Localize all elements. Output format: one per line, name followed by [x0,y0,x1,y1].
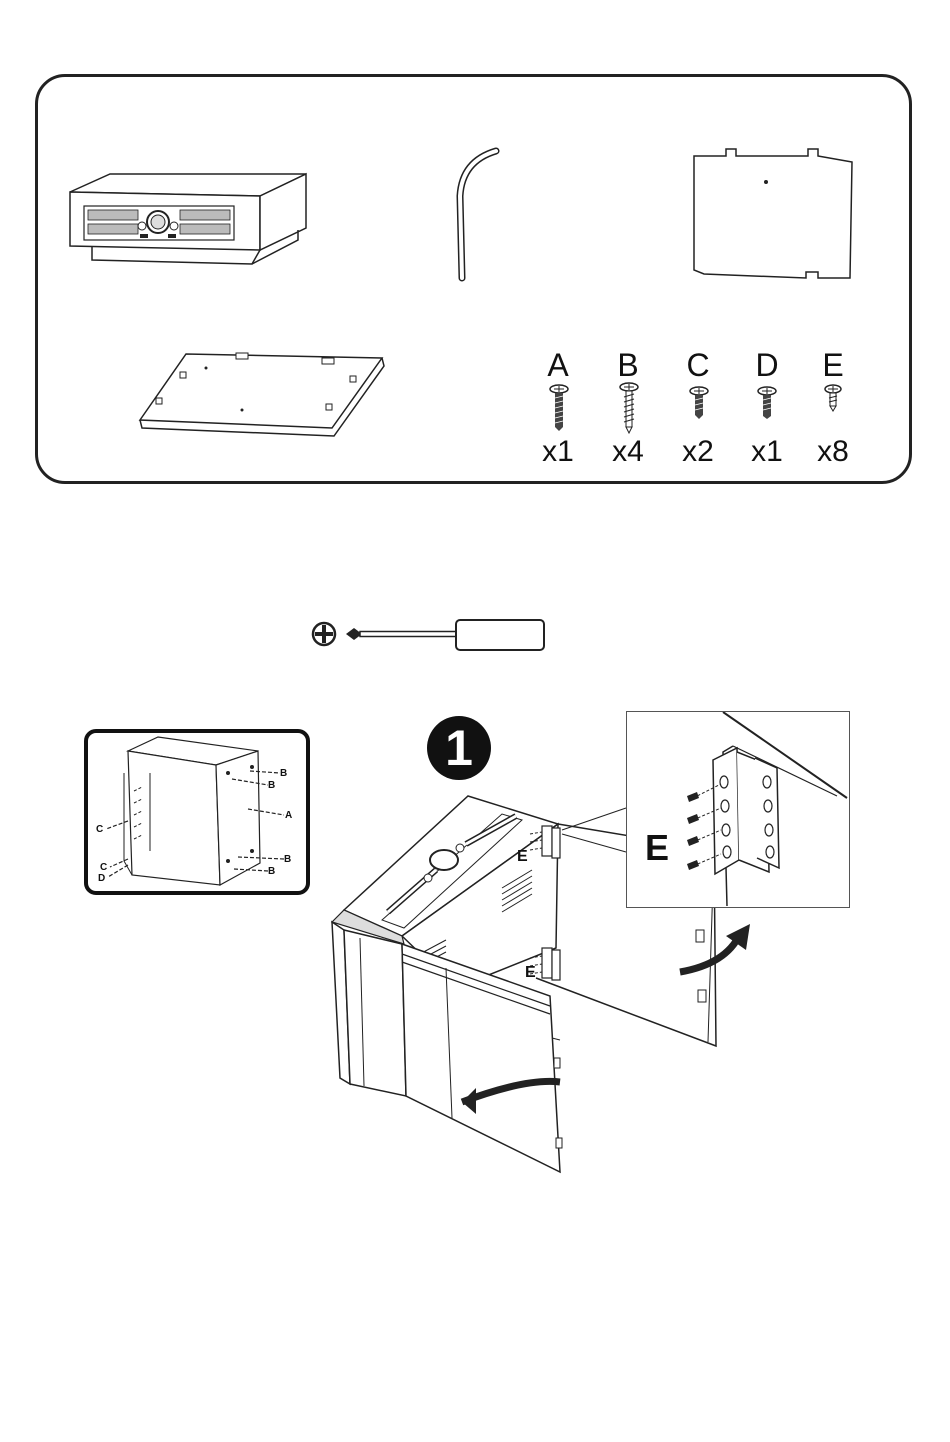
inset-label-b-3: B [284,855,291,865]
hardware-letter-a: A [533,349,583,381]
inset-label-d: D [98,874,105,884]
bracket-detail-zoom: E [626,711,850,908]
screw-c-icon [688,386,710,420]
step-number-badge: 1 [427,716,491,780]
support-rod-part [452,146,502,286]
inset-label-b-2: B [268,781,275,791]
hardware-letter-e: E [808,349,858,381]
zoom-label-e: E [645,830,669,866]
screw-b-icon [618,382,640,434]
back-panel-part [690,146,856,282]
hardware-count-d: x1 [732,436,802,468]
hardware-count-e: x8 [798,436,868,468]
inset-label-c-1: C [96,825,103,835]
main-label-e-upper: E [517,848,528,866]
inset-label-c-2: C [100,863,107,873]
screw-e-icon [823,384,843,412]
hardware-letter-b: B [603,349,653,381]
firebox-unit-part [62,168,312,278]
inset-label-b-1: B [280,769,287,779]
main-label-e-lower: E [525,964,536,982]
base-plate-part [136,348,392,442]
hardware-letter-c: C [673,349,723,381]
hardware-letter-d: D [742,349,792,381]
screw-d-icon [756,386,778,420]
hardware-count-b: x4 [593,436,663,468]
rear-view-inset: B B A C C D B B [84,729,310,895]
phillips-screwdriver-icon [310,612,550,656]
inset-label-b-4: B [268,867,275,877]
hardware-count-a: x1 [523,436,593,468]
hardware-count-c: x2 [663,436,733,468]
inset-label-a: A [285,811,292,821]
screw-a-icon [548,384,570,432]
